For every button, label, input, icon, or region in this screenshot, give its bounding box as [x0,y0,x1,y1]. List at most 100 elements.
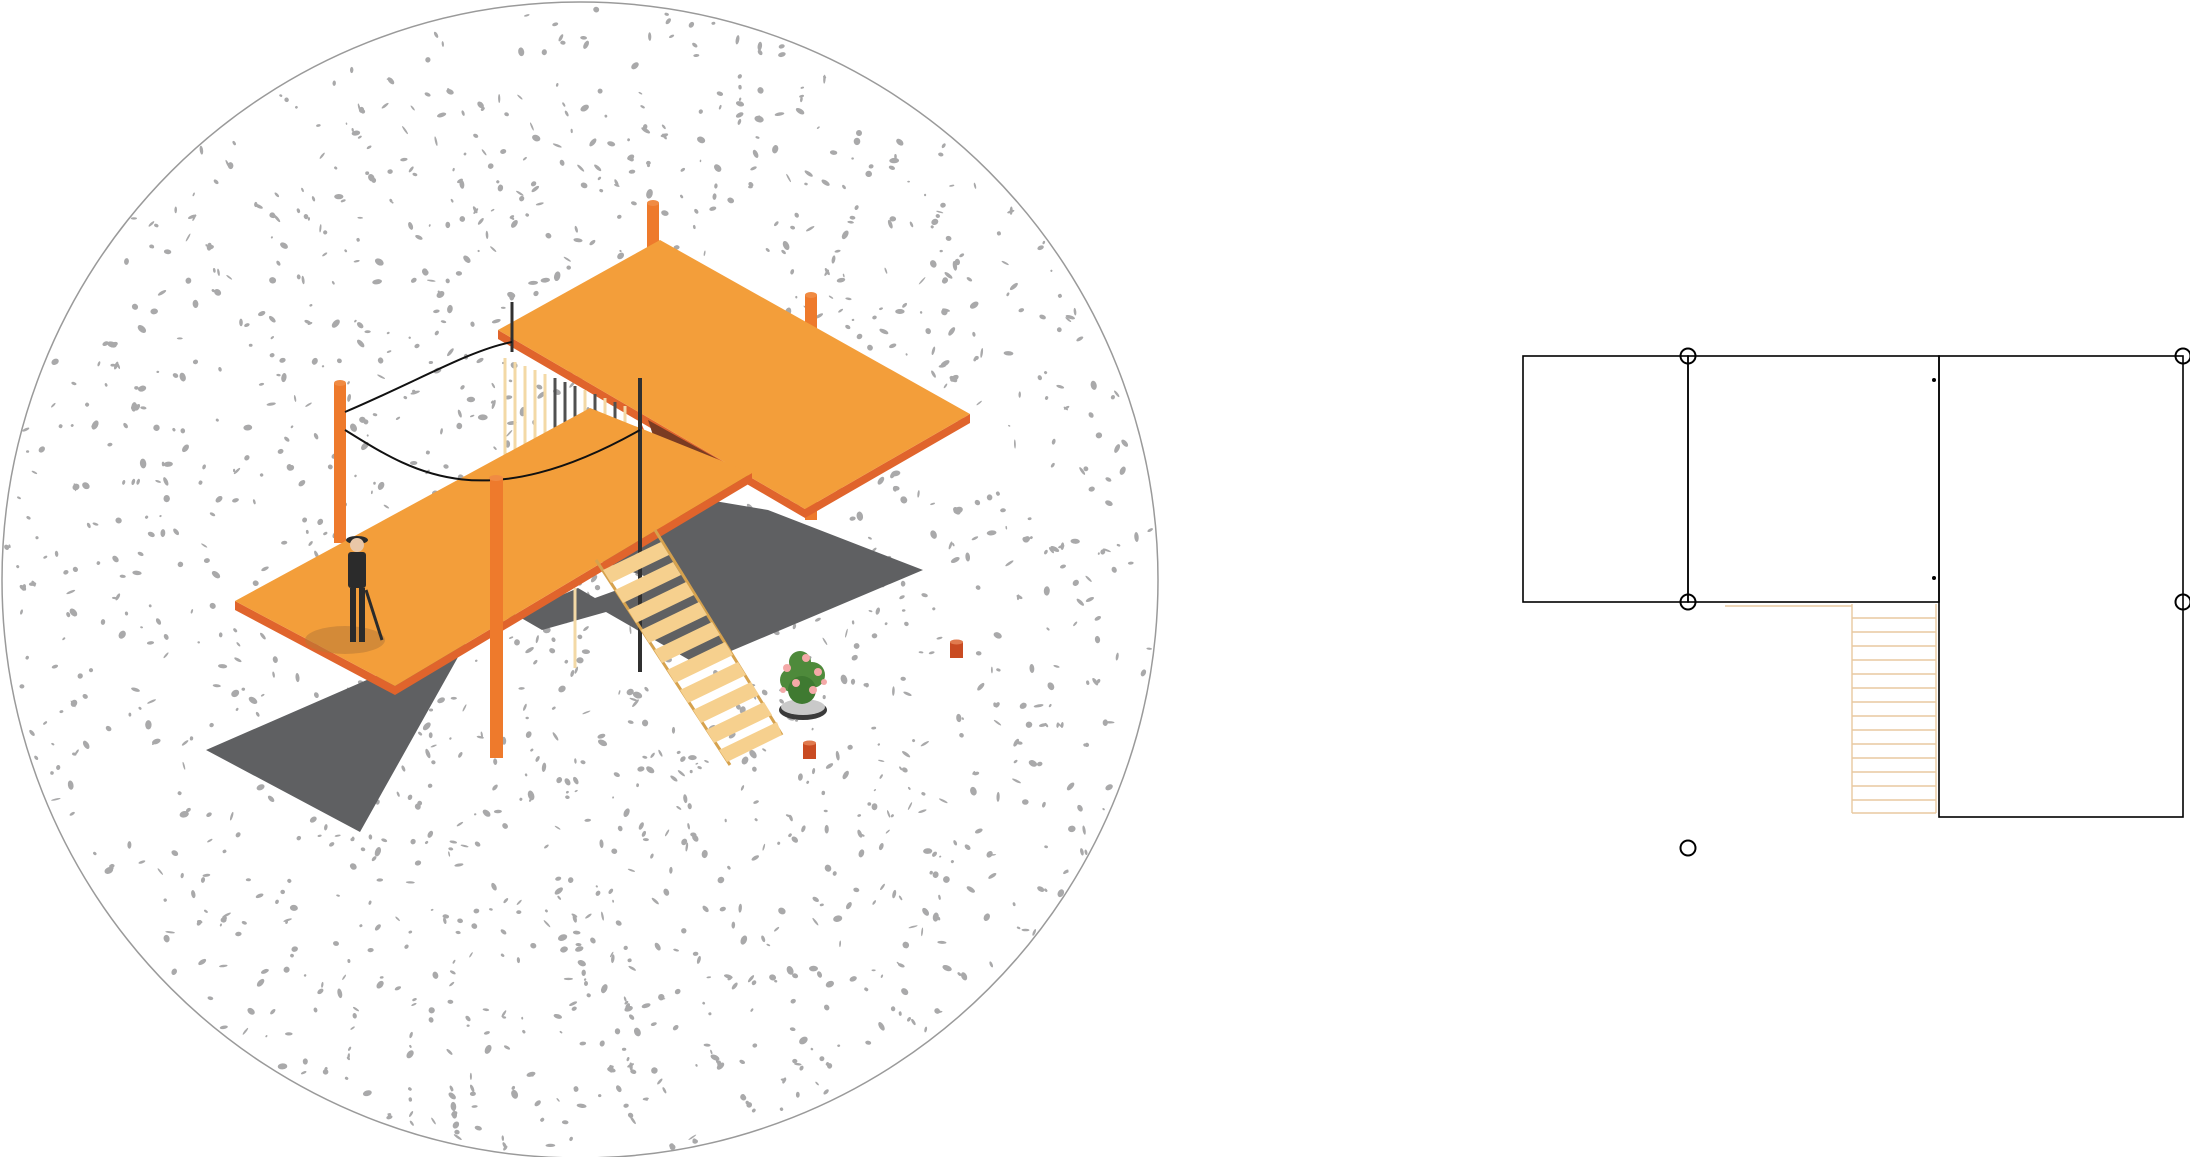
ground-speckle [323,230,328,235]
ground-speckle [930,260,937,268]
ground-speckle [599,1040,605,1047]
ground-speckle [1105,784,1113,791]
ground-speckle [530,181,537,187]
ground-speckle [17,496,21,500]
ground-speckle [619,249,622,253]
ground-speckle [795,295,798,299]
ground-speckle [993,719,1002,726]
plan-post [1932,576,1936,580]
ground-speckle [377,481,385,490]
ground-speckle [754,818,758,822]
ground-speckle [217,268,220,276]
ground-speckle [182,444,189,453]
ground-speckle [357,103,361,112]
ground-speckle [163,652,169,659]
ground-speckle [365,171,370,176]
ground-speckle [182,761,186,770]
ground-speckle [347,393,352,402]
ground-speckle [646,188,653,199]
ground-speckle [410,838,416,845]
ground-speckle [276,373,281,377]
ground-speckle [960,972,968,981]
ground-speckle [669,1144,676,1151]
ground-speckle [845,902,852,910]
ground-speckle [43,555,48,559]
upper-deck-top [498,240,970,509]
ground-speckle [839,940,842,948]
ground-speckle [414,860,422,866]
ground-speckle [131,303,139,310]
ground-speckle [534,1100,541,1107]
ground-speckle [490,208,495,212]
ground-speckle [377,374,386,379]
ground-speckle [614,179,619,187]
planter-cup-icon [803,740,816,759]
ground-speckle [535,635,539,644]
ground-speckle [597,88,603,94]
ground-speckle [1042,801,1046,808]
ground-speckle [558,685,566,693]
ground-speckle [381,102,389,109]
ground-speckle [483,1031,490,1035]
ground-speckle [704,760,709,763]
ground-speckle [765,248,770,252]
ground-speckle [740,935,748,945]
ground-speckle [192,214,197,222]
ground-speckle [900,580,906,587]
ground-speckle [67,780,74,790]
ground-speckle [601,911,604,921]
ground-speckle [821,790,826,796]
ground-speckle [919,311,923,314]
ground-speckle [509,292,515,301]
ground-speckle [148,221,155,227]
ground-speckle [377,357,384,364]
ground-speckle [1005,525,1008,530]
ground-speckle [823,1089,829,1095]
ground-speckle [521,1016,524,1020]
ground-speckle [242,1027,249,1035]
ground-speckle [974,828,983,834]
ground-speckle [851,318,855,322]
ground-speckle [977,682,985,691]
ground-speckle [712,193,717,200]
ground-speckle [727,865,731,870]
ground-speckle [502,823,508,829]
ground-speckle [757,115,761,119]
ground-speckle [371,177,377,183]
ground-speckle [51,664,59,669]
ground-speckle [258,311,266,317]
ground-speckle [986,530,997,536]
ground-speckle [598,1094,602,1098]
ground-speckle [1115,652,1119,661]
ground-speckle [511,1085,516,1090]
ground-speckle [241,687,246,691]
ground-speckle [812,917,819,926]
ground-speckle [1090,380,1097,390]
ground-speckle [816,126,820,129]
ground-speckle [708,1012,712,1016]
ground-speckle [503,898,509,904]
ground-speckle [436,112,447,118]
ground-speckle [799,1036,808,1045]
ground-speckle [735,101,745,107]
ground-speckle [687,822,690,830]
ground-speckle [545,232,552,239]
ground-speckle [359,924,363,928]
ground-speckle [552,143,562,148]
ground-speckle [747,975,755,983]
ground-speckle [794,1062,802,1066]
ground-speckle [681,838,688,846]
ground-speckle [950,374,959,382]
ground-speckle [508,636,514,639]
ground-speckle [608,888,614,895]
ground-speckle [579,1041,587,1046]
ground-speckle [942,277,949,284]
ground-speckle [695,1064,698,1067]
ground-speckle [110,363,116,367]
ground-speckle [1005,560,1014,567]
ground-speckle [779,1107,784,1111]
ground-speckle [408,221,414,230]
deck-shadow [206,480,923,832]
ground-speckle [851,654,858,661]
ground-speckle [351,836,355,840]
